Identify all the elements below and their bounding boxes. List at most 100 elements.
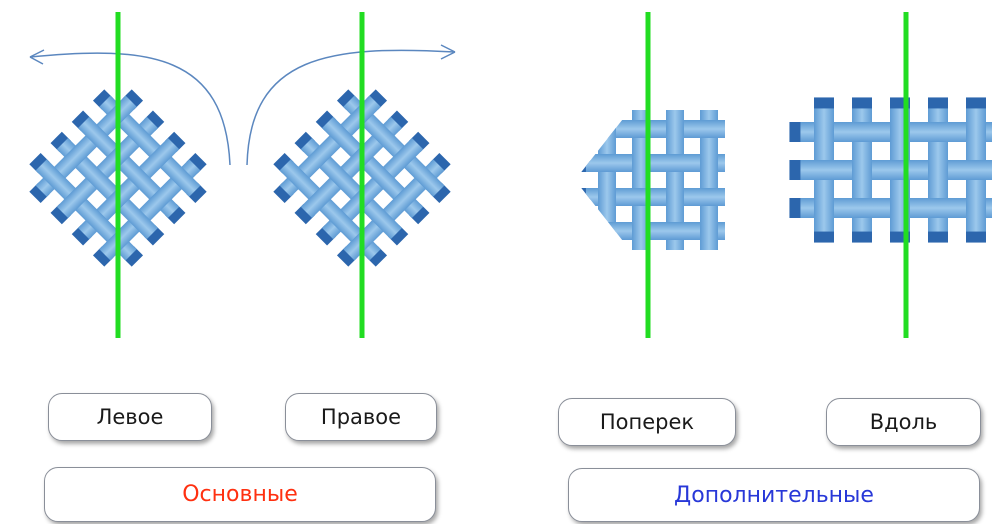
curved-arrow-right: [246, 49, 456, 166]
strip-end: [336, 246, 358, 267]
strip-end: [315, 110, 337, 131]
weave-strip: [35, 159, 137, 261]
strip-end: [336, 89, 358, 110]
strip-end: [92, 246, 114, 267]
strip-end: [165, 131, 186, 153]
weave-along: [789, 97, 992, 243]
strip-end: [598, 110, 616, 113]
weave-crossing: [328, 123, 353, 148]
strip-end: [143, 110, 165, 131]
weave-crossing: [966, 121, 986, 143]
strip-end: [273, 152, 294, 174]
label-right-fold: Правое: [285, 393, 437, 441]
weave-strip: [585, 154, 725, 172]
weave-crossing: [371, 208, 396, 233]
label-left-text: Левое: [96, 405, 164, 429]
strip-end: [294, 203, 315, 225]
weave-strip: [343, 159, 445, 261]
weave-crossing: [328, 208, 353, 233]
weave-left: [29, 89, 207, 267]
weave-strip: [585, 120, 725, 138]
strip-end: [71, 225, 93, 246]
strip-end: [726, 188, 740, 206]
strip-end: [598, 247, 616, 250]
strip-end: [143, 225, 165, 246]
weave-crossing: [814, 121, 834, 143]
strip-end: [576, 222, 591, 240]
weave-strip: [585, 222, 725, 240]
strip-end: [71, 110, 93, 131]
strip-end: [186, 182, 207, 204]
weave-crossing: [371, 165, 396, 191]
strip-end: [186, 152, 207, 174]
weave-strip: [279, 159, 381, 261]
weave-strip: [321, 116, 424, 219]
weave-strip: [56, 137, 159, 240]
label-right-text: Правое: [320, 405, 402, 429]
label-left-fold: Левое: [48, 393, 212, 441]
weave-strip: [666, 110, 684, 250]
weave-strip: [77, 116, 180, 219]
weave-strip: [300, 116, 403, 219]
strip-end: [294, 131, 315, 153]
weave-strip: [700, 110, 718, 250]
weave-strip: [279, 95, 381, 197]
weave-crossing: [286, 165, 311, 191]
group-extra-text: Дополнительные: [674, 482, 874, 508]
strip-end: [315, 225, 337, 246]
weave-crossing: [666, 119, 684, 139]
strip-end: [387, 110, 409, 131]
strip-end: [387, 225, 409, 246]
strip-end: [576, 120, 591, 138]
weave-strip: [598, 110, 616, 250]
strip-end: [50, 203, 71, 225]
strip-end: [430, 152, 451, 174]
label-cross-text: Поперек: [599, 410, 695, 434]
weave-crossing: [966, 197, 986, 219]
weave-crossing: [63, 144, 88, 169]
weave-crossing: [928, 159, 948, 181]
label-along-text: Вдоль: [869, 410, 938, 434]
weave-strip: [35, 95, 137, 197]
strip-end: [726, 222, 740, 240]
weave-crossing: [328, 165, 353, 191]
label-cross-fold: Поперек: [558, 398, 736, 446]
group-main-text: Основные: [182, 482, 298, 507]
strip-end: [122, 246, 144, 267]
strip-end: [430, 182, 451, 204]
strip-end: [50, 131, 71, 153]
weave-crossing: [148, 187, 173, 212]
weave-strip: [99, 159, 201, 261]
strip-end: [122, 89, 144, 110]
weave-strip: [77, 137, 180, 240]
weave-cross: [576, 110, 740, 250]
label-along-fold: Вдоль: [826, 398, 981, 446]
strip-end: [409, 203, 430, 225]
strip-end: [726, 120, 740, 138]
curved-arrow-left: [29, 52, 231, 166]
weave-crossing: [852, 159, 872, 181]
strip-end: [366, 246, 388, 267]
weave-right: [273, 89, 451, 267]
weave-crossing: [700, 153, 718, 173]
strip-end: [409, 131, 430, 153]
weave-strip: [321, 137, 424, 240]
weave-cross-grid: [576, 110, 740, 250]
weave-strip: [99, 95, 201, 197]
weave-strip: [343, 95, 445, 197]
strip-end: [29, 152, 50, 174]
weave-crossing: [413, 165, 438, 191]
weave-crossing: [598, 187, 616, 207]
weave-crossing: [148, 144, 173, 169]
strip-end: [92, 89, 114, 110]
strip-end: [273, 182, 294, 204]
weave-crossing: [700, 221, 718, 241]
weave-crossing: [666, 187, 684, 207]
weave-strip: [585, 188, 725, 206]
weave-crossing: [598, 119, 616, 139]
strip-end: [29, 182, 50, 204]
curved-arrow-right-head: [440, 44, 456, 60]
strip-end: [165, 203, 186, 225]
group-extra-label: Дополнительные: [568, 468, 980, 522]
